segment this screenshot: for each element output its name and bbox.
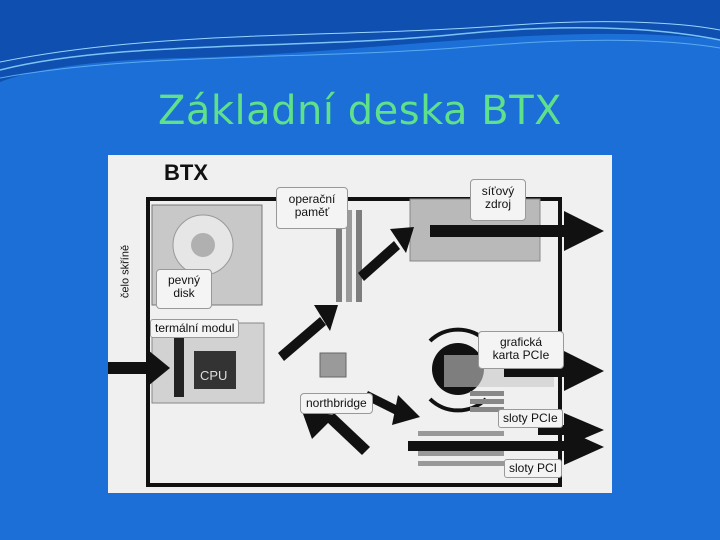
memory-slot [346,210,352,302]
arrow-head [564,211,604,251]
label-cpu: CPU [200,368,228,383]
memory-slot [356,210,362,302]
label-pevny-disk-line2: disk [173,286,195,300]
pci-slot [418,451,504,456]
pci-slot [418,431,504,436]
label-graficka-karta-line1: grafická [499,335,543,349]
label-operacni-pamet-line2: paměť [294,205,330,219]
label-sitovy-zdroj: síťový zdroj [470,179,526,221]
label-graficka-karta: grafická karta PCIe [478,331,564,369]
label-pevny-disk-line1: pevný [167,273,201,287]
label-sitovy-zdroj-line2: zdroj [484,197,511,211]
arrow-shaft [358,241,400,281]
arrow-head [148,350,170,386]
arrow-head [314,305,338,331]
label-operacni-pamet-line1: operační [288,192,336,206]
label-sloty-pcie: sloty PCIe [498,409,563,428]
memory-slot [336,210,342,302]
label-sitovy-zdroj-line1: síťový [481,184,515,198]
arrow-shaft [408,441,568,451]
label-celo-skrine: čelo skříně [119,244,132,299]
btx-motherboard-diagram: BTX operační paměť síťový zdroj pevný di… [108,155,612,493]
arrow-head [564,351,604,391]
northbridge-chip [319,352,347,378]
slide-title: Základní deska BTX [157,88,563,134]
arrow-head [392,395,420,425]
hard-disk-spindle [191,233,215,257]
arrow-head [564,429,604,465]
pci-slot [418,461,504,466]
arrow-shaft [430,225,568,237]
label-termalni-modul: termální modul [150,319,240,338]
arrow-head [390,227,414,253]
label-operacni-pamet: operační paměť [276,187,348,229]
label-graficka-karta-line2: karta PCIe [492,348,550,362]
arrow-shaft [538,425,568,435]
arrow-shaft [278,317,326,361]
thermal-fan-bar [174,335,184,397]
header-swoosh-decoration [0,0,720,82]
airflow-arrows [108,211,604,465]
arrow-shaft [326,413,370,455]
pcie-slot [470,391,504,396]
diagram-heading: BTX [164,160,208,185]
label-pevny-disk: pevný disk [156,269,212,309]
label-sloty-pci: sloty PCI [504,459,563,478]
arrow-shaft [108,362,152,374]
label-northbridge: northbridge [300,393,373,414]
arrow-head [302,411,336,439]
arrow-shaft [364,391,404,417]
pcie-slot [470,399,504,404]
pcie-slot [470,407,504,412]
cpu-chip [194,351,236,389]
